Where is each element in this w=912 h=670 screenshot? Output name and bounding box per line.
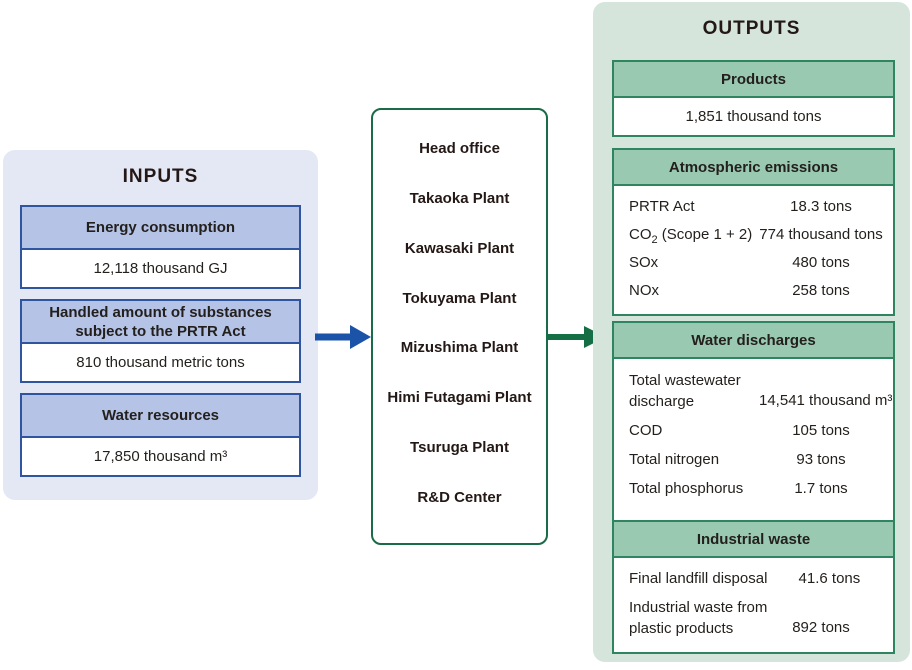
- output-row-value: 18.3 tons: [790, 198, 852, 215]
- input-block-value: 810 thousand metric tons: [22, 344, 299, 381]
- inputs-panel: INPUTS Energy consumption 12,118 thousan…: [3, 150, 318, 500]
- output-row-label: Total wastewater discharge: [629, 372, 741, 410]
- output-row-value: 105 tons: [792, 422, 850, 439]
- output-row-label: Total nitrogen: [629, 451, 720, 468]
- input-block-water-resources: Water resources 17,850 thousand m³: [20, 393, 301, 477]
- input-block-header: Handled amount of substances subject to …: [22, 301, 299, 344]
- site-item-himi-futagami: Himi Futagami Plant: [387, 389, 532, 407]
- output-section-header: Products: [614, 62, 893, 98]
- site-item-rd-center: R&D Center: [417, 488, 502, 506]
- input-block-value: 12,118 thousand GJ: [22, 250, 299, 287]
- site-item-tsuruga: Tsuruga Plant: [410, 439, 509, 457]
- inputs-title: INPUTS: [122, 166, 199, 187]
- site-item-takaoka: Takaoka Plant: [409, 189, 510, 207]
- sites-panel: Head office Takaoka Plant Kawasaki Plant…: [371, 108, 548, 545]
- output-products-value: 1,851 thousand tons: [685, 108, 822, 125]
- output-row-cod: COD 105 tons: [629, 421, 883, 441]
- inputs-blocks: Energy consumption 12,118 thousand GJ Ha…: [20, 205, 301, 487]
- output-row-value: 93 tons: [796, 451, 846, 468]
- output-row-total-nitrogen: Total nitrogen 93 tons: [629, 450, 883, 470]
- output-row-value: 774 thousand tons: [759, 226, 883, 243]
- output-section-body: Total wastewater discharge 14,541 thousa…: [614, 359, 893, 521]
- output-row-label: Final landfill disposal: [629, 570, 768, 587]
- outputs-title: OUTPUTS: [702, 18, 801, 39]
- output-row-value: 480 tons: [792, 254, 850, 271]
- output-row-prtr-act: PRTR Act 18.3 tons: [629, 197, 883, 217]
- output-row-label: Industrial waste from plastic products: [629, 599, 768, 637]
- site-item-head-office: Head office: [419, 140, 500, 157]
- output-row-value: 14,541 thousand m³: [759, 392, 893, 409]
- output-row-label: NOx: [629, 282, 659, 299]
- output-row-nox: NOx 258 tons: [629, 281, 883, 301]
- output-row-value: 1.7 tons: [794, 480, 848, 497]
- output-row-value: 41.6 tons: [798, 570, 861, 587]
- input-block-energy: Energy consumption 12,118 thousand GJ: [20, 205, 301, 289]
- output-row-value: 258 tons: [792, 282, 850, 299]
- output-section-body: PRTR Act 18.3 tons CO2 (Scope 1 + 2) 774…: [614, 186, 893, 314]
- outputs-panel: OUTPUTS Products 1,851 thousand tons Atm…: [593, 2, 910, 662]
- output-section-products: Products 1,851 thousand tons: [612, 60, 895, 137]
- output-section-water-discharges: Water discharges Total wastewater discha…: [612, 321, 895, 523]
- output-row-sox: SOx 480 tons: [629, 253, 883, 273]
- output-section-header: Industrial waste: [614, 522, 893, 558]
- output-row-label: CO2 (Scope 1 + 2): [629, 226, 753, 246]
- output-row-plastic-waste: Industrial waste from plastic products 8…: [629, 597, 883, 639]
- input-block-prtr-substances: Handled amount of substances subject to …: [20, 299, 301, 383]
- output-section-header: Water discharges: [614, 323, 893, 359]
- inputs-to-sites-arrow-icon: [315, 325, 371, 349]
- output-section-industrial-waste: Industrial waste Final landfill disposal…: [612, 520, 895, 654]
- output-section-body: Final landfill disposal 41.6 tons Indust…: [614, 558, 893, 652]
- output-row-total-phosphorus: Total phosphorus 1.7 tons: [629, 479, 883, 499]
- input-block-header: Energy consumption: [22, 207, 299, 250]
- output-row-label: COD: [629, 422, 663, 439]
- input-block-value: 17,850 thousand m³: [22, 438, 299, 475]
- output-row-label: Total phosphorus: [629, 480, 744, 497]
- site-item-tokuyama: Tokuyama Plant: [402, 289, 517, 307]
- output-row-total-wastewater: Total wastewater discharge 14,541 thousa…: [629, 370, 893, 412]
- output-row-label: PRTR Act: [629, 198, 695, 215]
- output-section-atmospheric-emissions: Atmospheric emissions PRTR Act 18.3 tons…: [612, 148, 895, 316]
- output-row-label: SOx: [629, 254, 659, 271]
- output-row-co2: CO2 (Scope 1 + 2) 774 thousand tons: [629, 225, 883, 246]
- site-item-mizushima: Mizushima Plant: [400, 339, 519, 357]
- output-row-value: 892 tons: [792, 619, 850, 636]
- output-row-final-landfill: Final landfill disposal 41.6 tons: [629, 569, 883, 589]
- output-section-header: Atmospheric emissions: [614, 150, 893, 186]
- site-item-kawasaki: Kawasaki Plant: [404, 239, 515, 257]
- input-block-header: Water resources: [22, 395, 299, 438]
